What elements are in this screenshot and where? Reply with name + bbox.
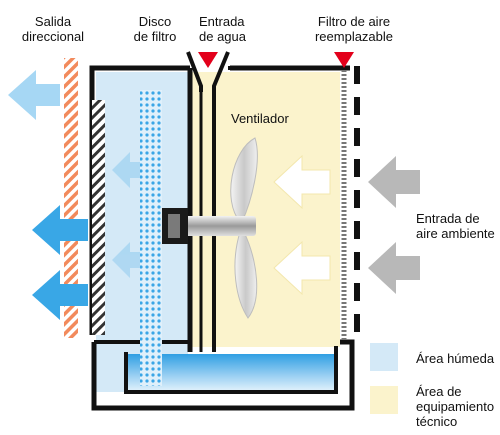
legend-swatch-wet-area xyxy=(370,343,398,371)
outlet-arrow-bottom xyxy=(32,270,88,320)
outlet-grille xyxy=(92,100,105,335)
directional-outlet-louvre xyxy=(64,58,78,338)
fan-icon xyxy=(162,137,258,319)
water xyxy=(128,354,334,392)
filter-disc xyxy=(140,90,162,386)
outlet-arrows xyxy=(8,70,88,320)
air-filter-marker xyxy=(334,52,354,68)
label-ambient-air-inlet: Entrada de aire ambiente xyxy=(416,211,495,241)
label-directional-outlet: Salida direccional xyxy=(21,14,85,44)
outlet-arrow-top xyxy=(8,70,60,120)
ambient-air-arrows xyxy=(368,156,420,294)
water-tray-inner xyxy=(124,346,338,394)
water-inlet-funnel xyxy=(186,51,203,92)
label-air-filter: Filtro de aire reemplazable xyxy=(314,14,394,44)
outlet-arrow-middle xyxy=(32,205,88,255)
label-fan: Ventilador xyxy=(231,111,289,126)
technical-area-arrows xyxy=(273,154,331,296)
wet-area-arrows xyxy=(112,152,140,278)
legend-swatch-technical-area xyxy=(370,386,398,414)
label-water-inlet: Entrada de agua xyxy=(199,14,246,44)
water-inlet-funnel-right xyxy=(212,51,230,92)
legend-label-technical-area: Área de equipamiento técnico xyxy=(416,384,495,429)
water-inlet-marker xyxy=(198,52,218,68)
label-filter-disc: Disco de filtro xyxy=(133,14,177,44)
legend-label-wet-area: Área húmeda xyxy=(416,351,495,366)
water-tray-outer xyxy=(91,339,355,411)
